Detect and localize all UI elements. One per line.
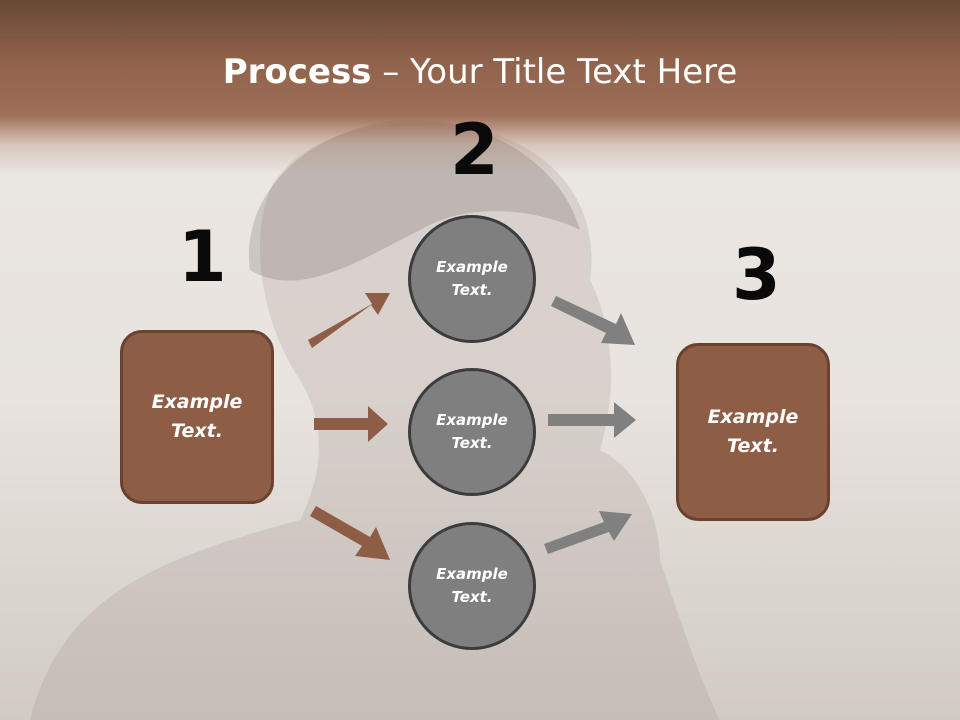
right-step-box: Example Text. [676,343,830,521]
arrow-to-bottom-circle [310,506,390,560]
slide-title: Process – Your Title Text Here [0,52,960,92]
left-step-box-text: Example Text. [151,391,243,442]
arrow-from-bottom-circle [544,511,632,554]
circle-bottom-text: Example Text. [436,565,508,606]
arrow-to-middle-circle [314,406,388,442]
title-band [0,0,960,175]
title-light: – Your Title Text Here [371,52,738,92]
circle-middle-text: Example Text. [436,411,508,452]
circle-top: Example Text. [408,215,536,343]
arrow-from-top-circle [551,296,635,345]
title-strong: Process [222,52,372,92]
step-number-3: 3 [732,234,781,316]
circle-top-text: Example Text. [436,258,508,299]
step-number-2: 2 [450,109,499,191]
left-step-box: Example Text. [120,330,274,504]
circle-middle: Example Text. [408,368,536,496]
step-number-1: 1 [178,216,227,298]
arrow-to-top-circle [308,293,390,348]
circle-bottom: Example Text. [408,522,536,650]
right-step-box-text: Example Text. [707,406,799,457]
arrow-from-middle-circle [548,402,636,438]
